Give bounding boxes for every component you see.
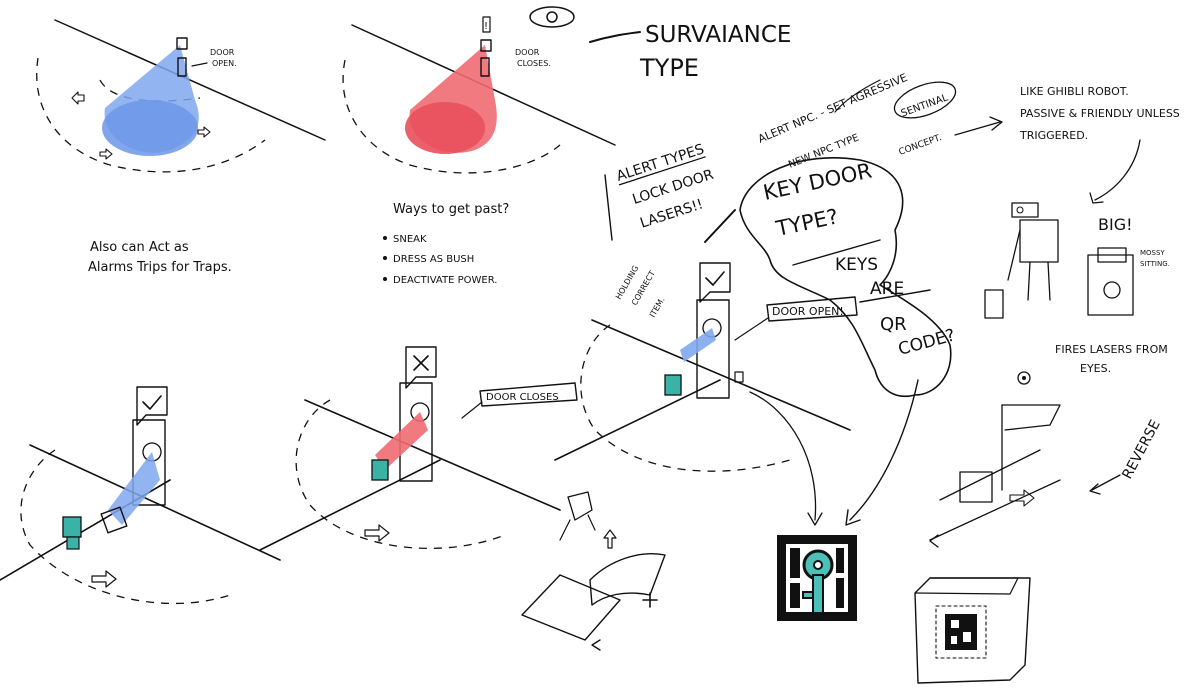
key-door-title-2: TYPE? — [773, 204, 840, 241]
door-icon-red — [480, 57, 490, 77]
door-closes-note-2: CLOSES. — [517, 59, 551, 68]
alert-icon — [482, 16, 491, 33]
door-closes-note-1: DOOR — [515, 48, 540, 57]
camera-icon — [176, 37, 188, 50]
survaiance-title-1: SURVAIANCE — [645, 22, 791, 48]
qr-key-icon — [777, 535, 857, 621]
mossy-note-1: MOSSY — [1140, 249, 1165, 257]
door-open-note-2: OPEN. — [212, 59, 237, 68]
reverse-scene-sketch — [929, 404, 1061, 548]
bottom-scene-2: DOOR CLOSES — [259, 346, 578, 551]
lasers-note-2: EYES. — [1080, 362, 1111, 375]
bottom-scene-1 — [0, 386, 281, 605]
holding-note-3: ITEM. — [648, 296, 667, 319]
alert-exclamation-icon: ! — [484, 21, 488, 32]
ways-item-3: DEACTIVATE POWER. — [393, 275, 497, 286]
ghibli-note-1: LIKE GHIBLI ROBOT. — [1020, 85, 1129, 98]
teal-robot-3 — [664, 374, 682, 396]
alarm-note-1: Also can Act as — [90, 240, 189, 255]
ghibli-note-3: TRIGGERED. — [1019, 129, 1088, 142]
teal-robot-2 — [371, 459, 389, 481]
alert-types-section: ALERT TYPES LOCK DOOR LASERS!! — [615, 141, 716, 231]
key-door-bubble — [739, 156, 952, 397]
check-bubble — [136, 386, 168, 426]
survaiance-title-2: TYPE — [639, 54, 699, 82]
mossy-robot-sketch — [1087, 247, 1134, 316]
check-icon — [142, 395, 162, 410]
check-icon-2 — [705, 271, 725, 286]
ghibli-note-2: PASSIVE & FRIENDLY UNLESS — [1020, 107, 1180, 120]
reverse-note: REVERSE — [1119, 417, 1163, 481]
cross-icon — [413, 355, 429, 371]
concept-note: CONCEPT. — [898, 133, 944, 158]
check-bubble-2 — [699, 262, 731, 303]
ways-item-1: SNEAK — [393, 234, 427, 245]
alert-npc-note: ALERT NPC. - SET AGRESSIVE — [756, 71, 909, 146]
alarm-note-2: Alarms Trips for Traps. — [88, 260, 232, 275]
door-open-note-1: DOOR — [210, 48, 235, 57]
keys-note-1: KEYS — [835, 255, 878, 275]
npc-section: NEW NPC TYPE SENTINAL CONCEPT. LIKE GHIB… — [787, 79, 1180, 548]
door-icon — [177, 57, 187, 77]
door-closes-tag — [479, 382, 578, 407]
ways-item-2: DRESS AS BUSH — [393, 254, 474, 265]
teal-robot — [62, 516, 82, 538]
door-closes-label: DOOR CLOSES — [486, 392, 559, 403]
mossy-note-2: SITTING. — [1140, 260, 1170, 268]
bottom-scene-3: DOOR OPEN! HOLDING CORRECT ITEM. — [554, 262, 858, 472]
top-left-surveillance-diagram: DOOR OPEN. Also can Act as Alarms Trips … — [36, 19, 326, 275]
qr-crate-sketch — [914, 577, 1031, 684]
door-open-label: DOOR OPEN! — [772, 305, 844, 318]
survaiance-section: SURVAIANCE TYPE — [529, 6, 791, 82]
ways-title: Ways to get past? — [393, 202, 509, 217]
big-note: BIG! — [1098, 215, 1133, 234]
top-middle-surveillance-diagram: ! DOOR CLOSES. Ways to get past? SNEAK D… — [342, 16, 616, 286]
key-door-title-1: KEY DOOR — [761, 158, 874, 204]
camera-icon-red — [480, 39, 492, 52]
door-open-tag — [766, 296, 858, 322]
lasers-note-1: FIRES LASERS FROM — [1055, 343, 1168, 356]
cross-bubble — [405, 346, 437, 389]
keys-note-2: ARE — [870, 279, 904, 299]
qr-note-1: QR — [880, 314, 907, 335]
bottom-center-trap-sketch — [521, 491, 666, 651]
eye-icon — [529, 6, 575, 28]
sentinal-robot-sketch — [984, 202, 1059, 319]
